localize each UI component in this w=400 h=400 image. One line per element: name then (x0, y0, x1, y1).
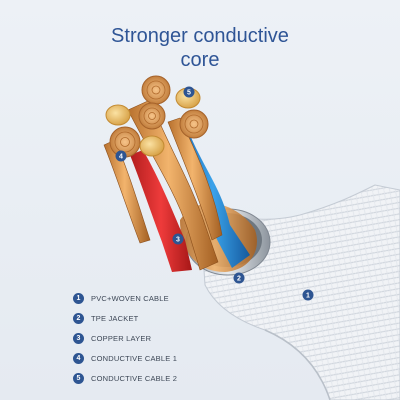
legend-item-conductive-cable-1: 4 CONDUCTIVE CABLE 1 (73, 348, 273, 368)
marker-2: 2 (233, 272, 245, 284)
headline: Stronger conductive core (0, 24, 400, 72)
marker-5: 5 (183, 86, 195, 98)
legend-label: COPPER LAYER (91, 333, 152, 343)
legend-number-badge: 2 (73, 312, 84, 324)
legend-item-pvc-woven-cable: 1 PVC+WOVEN CABLE (73, 288, 273, 308)
legend-label: PVC+WOVEN CABLE (91, 293, 169, 303)
strand-end-top (141, 75, 171, 105)
legend-item-tpe-jacket: 2 TPE JACKET (73, 308, 273, 328)
headline-line-2: core (180, 49, 220, 71)
marker-2-label: 2 (237, 276, 241, 283)
legend-item-conductive-cable-2: 5 CONDUCTIVE CABLE 2 (73, 368, 273, 388)
gold-tip-1 (105, 104, 131, 126)
wire-copper-left (103, 139, 151, 244)
marker-5-label: 5 (187, 90, 191, 97)
legend-number-badge: 3 (73, 332, 84, 344)
headline-line-1: Stronger conductive (111, 25, 289, 47)
marker-3: 3 (172, 233, 184, 245)
component-legend: 1 PVC+WOVEN CABLE 2 TPE JACKET 3 COPPER … (73, 288, 273, 388)
legend-label: CONDUCTIVE CABLE 2 (91, 373, 178, 383)
strand-end-mid (138, 102, 166, 130)
marker-1: 1 (302, 289, 314, 301)
marker-4: 4 (115, 150, 127, 162)
legend-label: CONDUCTIVE CABLE 1 (91, 353, 178, 363)
legend-number-badge: 5 (73, 372, 84, 384)
legend-label: TPE JACKET (91, 313, 139, 323)
legend-number-badge: 4 (73, 352, 84, 364)
marker-1-label: 1 (306, 293, 310, 300)
wire-copper-right (167, 117, 223, 241)
legend-number-badge: 1 (73, 292, 84, 304)
strand-end-right (179, 109, 209, 139)
marker-3-label: 3 (176, 237, 180, 244)
gold-tip-3 (139, 135, 165, 157)
marker-4-label: 4 (119, 154, 123, 161)
legend-item-copper-layer: 3 COPPER LAYER (73, 328, 273, 348)
